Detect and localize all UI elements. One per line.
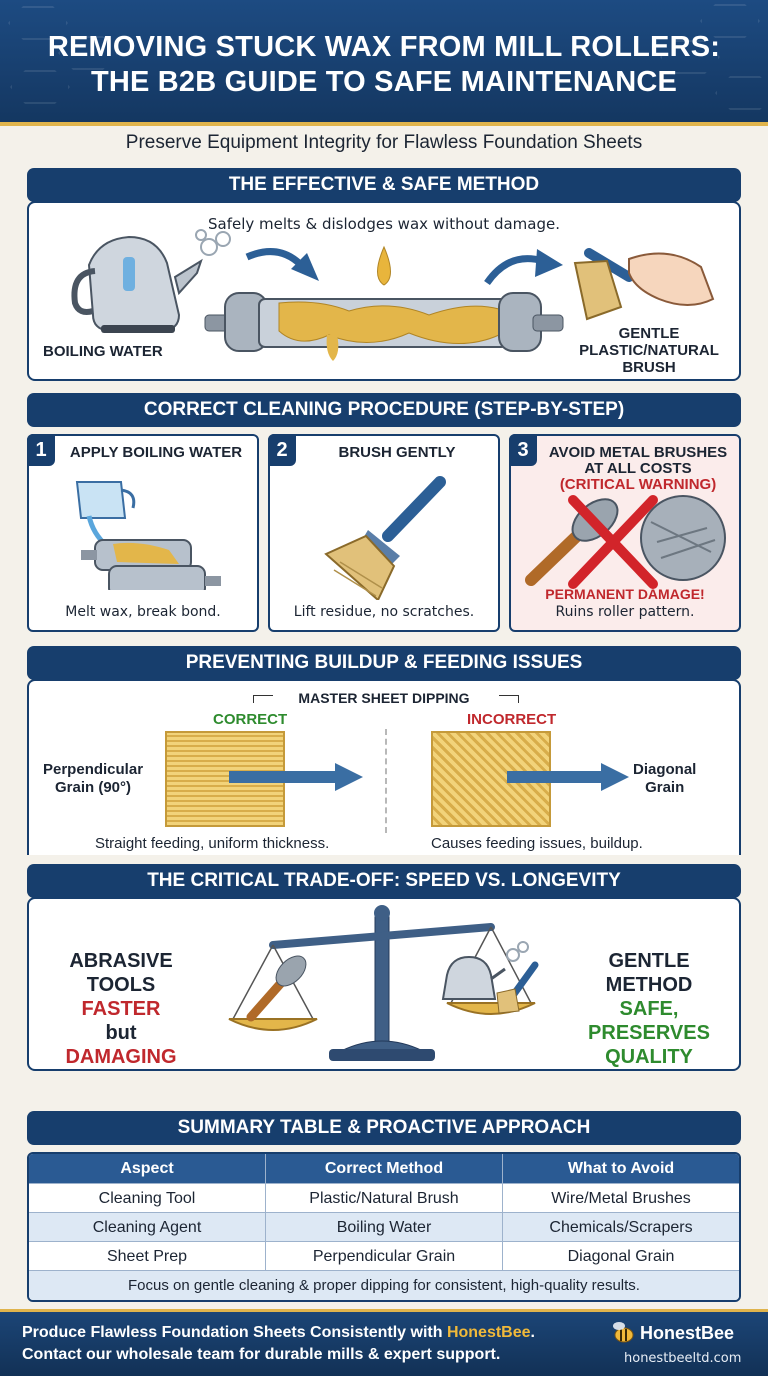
arrow-icon	[245, 248, 304, 268]
footer-line-1: Produce Flawless Foundation Sheets Consi…	[22, 1324, 535, 1341]
perpendicular-grain-sheet	[165, 731, 285, 827]
summary-table: Aspect Correct Method What to Avoid Clea…	[27, 1152, 741, 1302]
scratched-roller-icon	[640, 495, 726, 581]
section-title-tradeoff: THE CRITICAL TRADE-OFF: SPEED VS. LONGEV…	[27, 864, 741, 898]
table-row: Cleaning Tool Plastic/Natural Brush Wire…	[29, 1183, 739, 1212]
incorrect-caption: Causes feeding issues, buildup.	[431, 835, 643, 852]
kettle-icon	[71, 235, 203, 333]
step-number: 2	[268, 434, 296, 466]
footer-logo-text: HonestBee	[640, 1323, 735, 1343]
table-row: Sheet Prep Perpendicular Grain Diagonal …	[29, 1241, 739, 1270]
table-cell: Boiling Water	[265, 1213, 502, 1241]
table-cell: Cleaning Tool	[98, 1190, 196, 1207]
table-cell: Perpendicular Grain	[265, 1242, 502, 1270]
buildup-panel: MASTER SHEET DIPPING CORRECT INCORRECT P…	[27, 679, 741, 855]
section-title-summary: SUMMARY TABLE & PROACTIVE APPROACH	[27, 1111, 741, 1145]
section-title-procedure: CORRECT CLEANING PROCEDURE (STEP-BY-STEP…	[27, 393, 741, 427]
pitcher-icon	[75, 481, 136, 519]
drip-icon	[377, 245, 391, 286]
table-header-row: Aspect Correct Method What to Avoid	[29, 1154, 739, 1183]
table-cell: Wire/Metal Brushes	[502, 1184, 739, 1212]
bee-logo-icon	[613, 1322, 634, 1343]
table-header-cell: What to Avoid	[502, 1154, 739, 1183]
section-title-effective-method: THE EFFECTIVE & SAFE METHOD	[27, 168, 741, 202]
header-divider	[0, 122, 768, 126]
brush-icon	[496, 961, 539, 1014]
brush-illustration	[324, 476, 446, 600]
step-caption: Ruins roller pattern.	[555, 604, 695, 620]
footer-line-2: Contact our wholesale team for durable m…	[22, 1346, 501, 1363]
metal-brush-icon	[246, 955, 307, 1022]
table-header-cell: Aspect	[120, 1160, 174, 1177]
step-card-3: 3 AVOID METAL BRUSHES AT ALL COSTS (CRIT…	[509, 434, 741, 632]
critical-warning-label: (CRITICAL WARNING)	[559, 476, 717, 493]
table-cell: Diagonal Grain	[502, 1242, 739, 1270]
incorrect-label: INCORRECT	[467, 711, 557, 728]
effective-method-caption: Safely melts & dislodges wax without dam…	[208, 215, 560, 233]
boiling-water-label: BOILING WATER	[43, 343, 163, 360]
step-card-2: 2 BRUSH GENTLY Lift residue, no scratche…	[268, 434, 500, 632]
page-subtitle: Preserve Equipment Integrity for Flawles…	[125, 132, 643, 153]
permanent-damage-label: PERMANENT DAMAGE!	[545, 586, 705, 602]
step-title: AVOID METAL BRUSHES AT ALL COSTS (CRITIC…	[541, 445, 735, 493]
divider	[385, 729, 387, 833]
pouring-water-illustration	[75, 481, 221, 590]
brush-icon	[324, 476, 446, 600]
brush-icon	[573, 248, 634, 321]
footer: Produce Flawless Foundation Sheets Consi…	[0, 1309, 768, 1376]
master-sheet-heading: MASTER SHEET DIPPING	[298, 690, 470, 706]
table-footnote: Focus on gentle cleaning & proper dippin…	[29, 1270, 739, 1300]
steam-icon	[506, 941, 529, 962]
page-title: REMOVING STUCK WAX FROM MILL ROLLERS:THE…	[47, 31, 721, 98]
header-banner: REMOVING STUCK WAX FROM MILL ROLLERS:THE…	[0, 0, 768, 122]
step-number: 1	[27, 434, 55, 466]
steam-icon	[195, 229, 231, 256]
table-cell: Sheet Prep	[106, 1248, 188, 1265]
kettle-icon	[441, 955, 506, 1000]
roller-icon	[81, 539, 221, 590]
correct-label: CORRECT	[213, 711, 288, 728]
roller-icon	[204, 292, 564, 361]
step-number: 3	[509, 434, 537, 466]
footer-url[interactable]: honestbeeltd.com	[624, 1351, 742, 1366]
balance-scale-illustration	[228, 905, 539, 1061]
footer-brand: HonestBee	[446, 1324, 531, 1341]
cross-icon	[568, 495, 658, 589]
correct-caption: Straight feeding, uniform thickness.	[95, 835, 330, 852]
step-caption: Melt wax, break bond.	[65, 604, 221, 620]
table-cell: Cleaning Agent	[92, 1219, 202, 1236]
table-row: Cleaning Agent Boiling Water Chemicals/S…	[29, 1212, 739, 1241]
arrow-icon	[484, 255, 544, 286]
diagonal-grain-sheet	[431, 731, 551, 827]
gentle-brush-label: GENTLE PLASTIC/NATURAL BRUSH	[579, 325, 719, 376]
section-title-buildup: PREVENTING BUILDUP & FEEDING ISSUES	[27, 646, 741, 680]
step-title: APPLY BOILING WATER	[69, 444, 243, 461]
hand-icon	[628, 252, 715, 306]
step-card-1: 1 APPLY BOILING WATER Melt wax, break bo…	[27, 434, 259, 632]
effective-method-illustration	[71, 229, 715, 361]
step-title: BRUSH GENTLY	[338, 444, 456, 461]
table-cell: Chemicals/Scrapers	[502, 1213, 739, 1241]
metal-brush-warning-illustration	[525, 495, 726, 589]
effective-method-panel: Safely melts & dislodges wax without dam…	[27, 201, 741, 381]
step-caption: Lift residue, no scratches.	[293, 604, 475, 620]
table-cell: Plastic/Natural Brush	[265, 1184, 502, 1212]
table-header-cell: Correct Method	[265, 1154, 502, 1183]
